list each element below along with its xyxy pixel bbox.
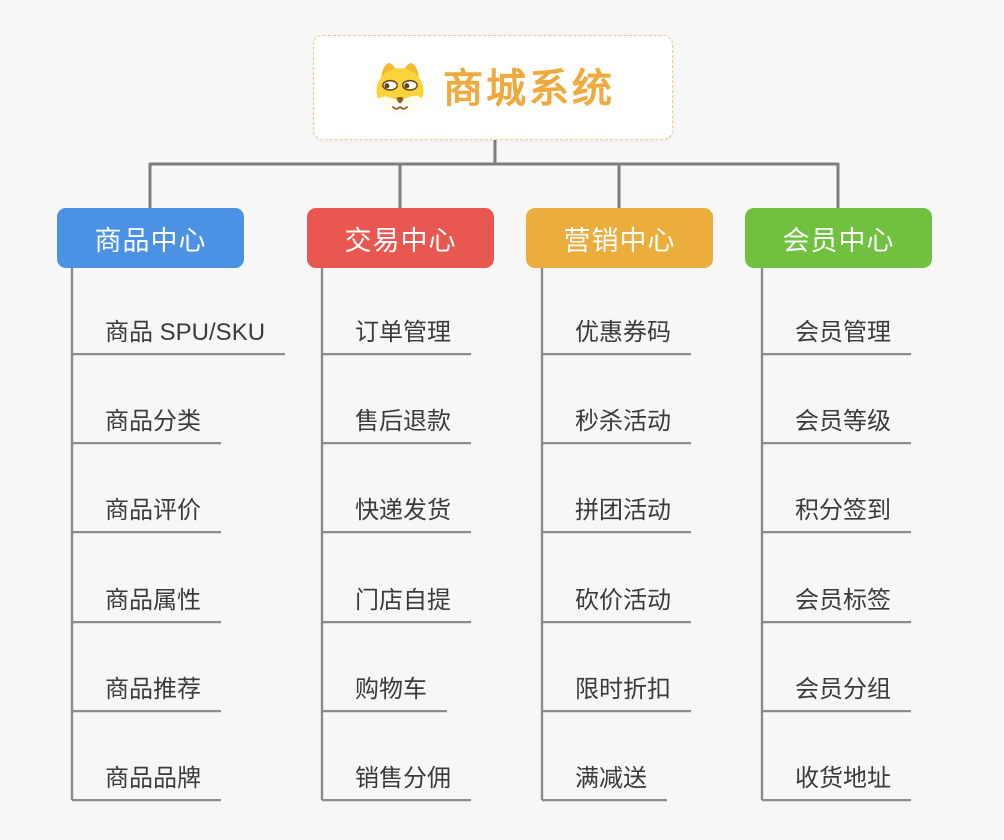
root-title: 商城系统: [443, 66, 615, 111]
root-node-mall-system[interactable]: 商城系统: [313, 35, 673, 140]
leaf-label: 门店自提: [355, 587, 451, 614]
leaf-node[interactable]: 销售分佣: [322, 759, 471, 801]
branch-node-trade-center[interactable]: 交易中心: [307, 208, 494, 268]
leaf-node[interactable]: 商品推荐: [72, 670, 221, 712]
leaf-label: 售后退款: [355, 408, 451, 435]
leaf-label: 秒杀活动: [575, 408, 671, 435]
leaf-label: 购物车: [355, 676, 427, 703]
leaf-node[interactable]: 购物车: [322, 670, 447, 712]
leaf-label: 商品推荐: [105, 676, 201, 703]
leaf-node[interactable]: 快递发货: [322, 491, 471, 533]
leaf-label: 商品属性: [105, 587, 201, 614]
leaf-label: 收货地址: [795, 765, 891, 792]
leaf-node[interactable]: 商品属性: [72, 581, 221, 623]
leaf-label: 会员等级: [795, 408, 891, 435]
leaf-node[interactable]: 售后退款: [322, 402, 471, 444]
leaf-label: 会员管理: [795, 319, 891, 346]
leaf-label: 销售分佣: [355, 765, 451, 792]
leaf-node[interactable]: 商品分类: [72, 402, 221, 444]
leaf-label: 砍价活动: [575, 587, 671, 614]
leaf-label: 积分签到: [795, 497, 891, 524]
leaf-label: 会员分组: [795, 676, 891, 703]
leaf-node[interactable]: 商品评价: [72, 491, 221, 533]
leaf-label: 商品评价: [105, 497, 201, 524]
leaf-label: 商品 SPU/SKU: [105, 319, 266, 346]
leaf-node[interactable]: 限时折扣: [542, 670, 691, 712]
leaf-node[interactable]: 门店自提: [322, 581, 471, 623]
leaf-node[interactable]: 拼团活动: [542, 491, 691, 533]
leaf-node[interactable]: 会员管理: [762, 313, 911, 355]
leaf-node[interactable]: 积分签到: [762, 491, 911, 533]
leaf-label: 快递发货: [355, 497, 451, 524]
leaf-node[interactable]: 订单管理: [322, 313, 471, 355]
branch-label: 会员中心: [782, 225, 895, 256]
leaf-node[interactable]: 砍价活动: [542, 581, 691, 623]
branch-node-member-center[interactable]: 会员中心: [745, 208, 932, 268]
leaf-label: 商品分类: [105, 408, 201, 435]
leaf-node[interactable]: 收货地址: [762, 759, 911, 801]
leaf-node[interactable]: 秒杀活动: [542, 402, 691, 444]
leaf-node[interactable]: 会员标签: [762, 581, 911, 623]
branch-label: 营销中心: [563, 225, 676, 256]
leaf-node[interactable]: 优惠券码: [542, 313, 691, 355]
leaf-node[interactable]: 会员分组: [762, 670, 911, 712]
leaf-node[interactable]: 商品 SPU/SKU: [72, 313, 286, 355]
leaf-label: 满减送: [575, 765, 647, 792]
leaf-label: 订单管理: [355, 319, 451, 346]
branch-label: 交易中心: [344, 225, 457, 256]
leaf-label: 限时折扣: [575, 676, 671, 703]
leaf-label: 商品品牌: [105, 765, 201, 792]
leaf-label: 拼团活动: [575, 497, 671, 524]
dog-face-icon: [371, 60, 429, 116]
branch-label: 商品中心: [94, 225, 207, 256]
leaf-node[interactable]: 满减送: [542, 759, 667, 801]
leaf-label: 会员标签: [795, 587, 891, 614]
leaf-node[interactable]: 会员等级: [762, 402, 911, 444]
branch-node-marketing-center[interactable]: 营销中心: [526, 208, 713, 268]
leaf-label: 优惠券码: [575, 319, 671, 346]
leaf-node[interactable]: 商品品牌: [72, 759, 221, 801]
branch-node-product-center[interactable]: 商品中心: [57, 208, 244, 268]
